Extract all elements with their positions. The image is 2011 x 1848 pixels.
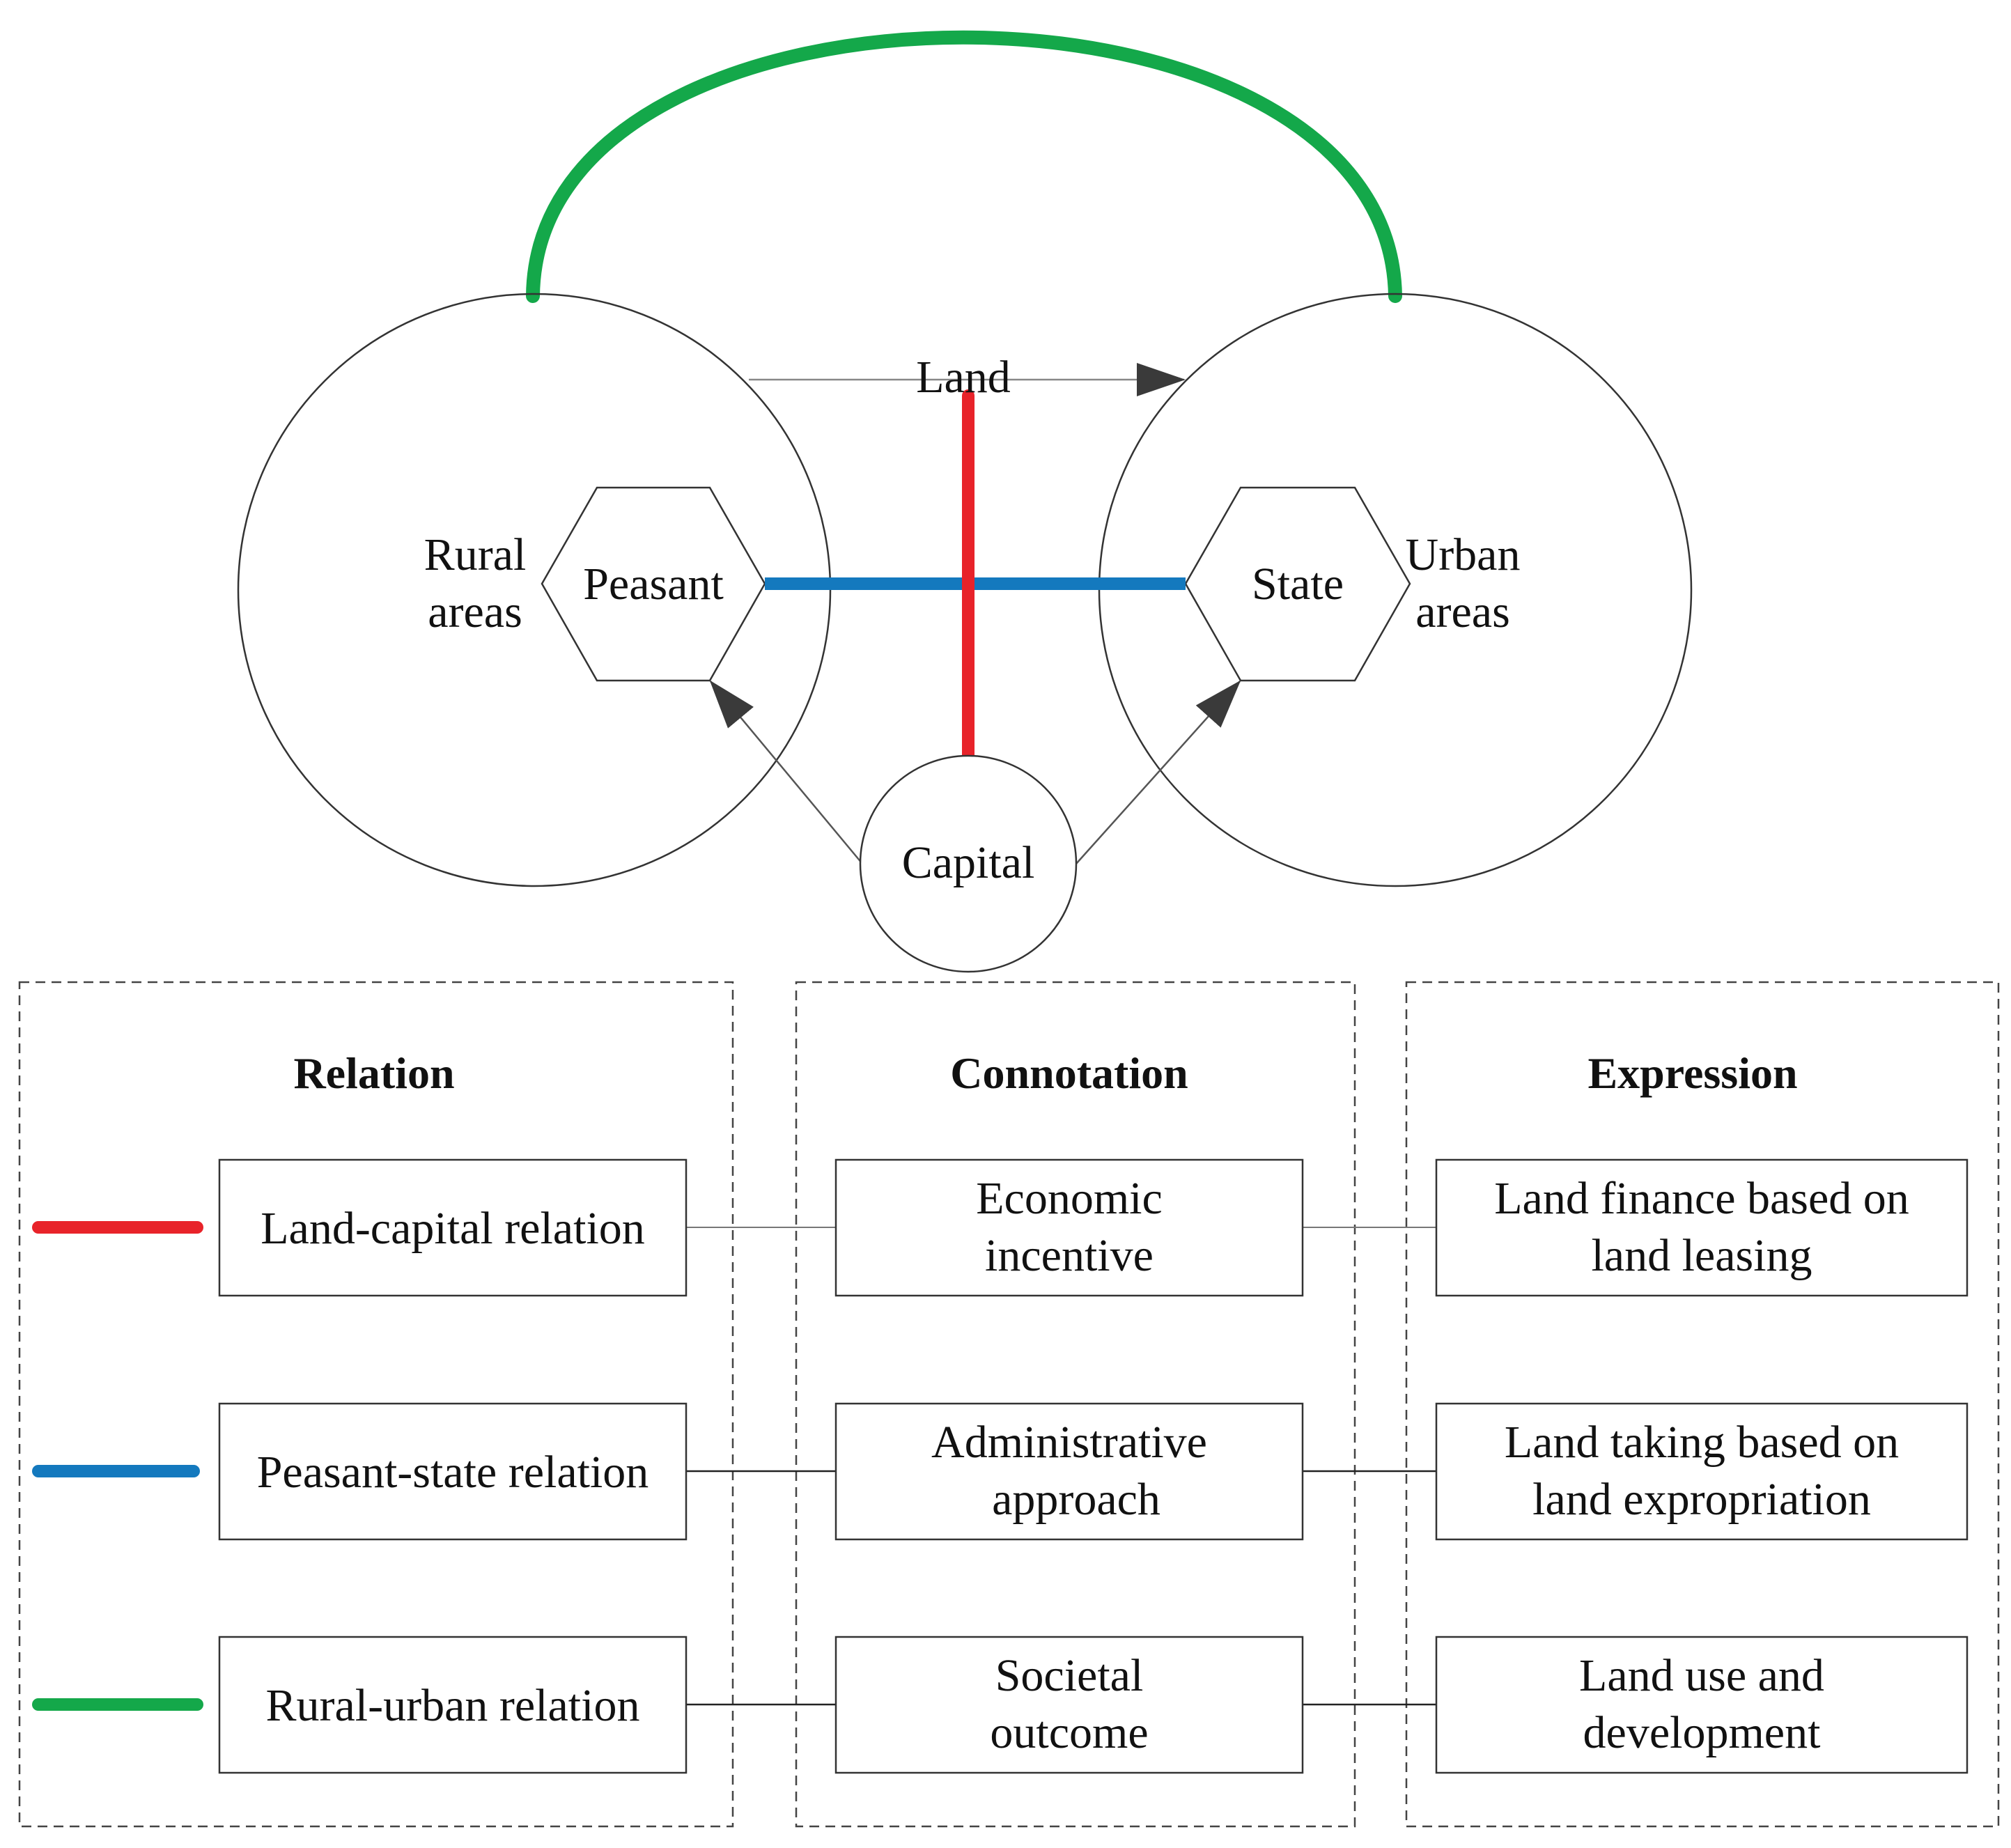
rural-label-line1: Rural bbox=[424, 529, 527, 580]
row-peasant-state: Peasant-state relation Administrative ap… bbox=[32, 1402, 1969, 1541]
connotation-text-line1: Economic bbox=[976, 1173, 1163, 1224]
expression-text-line1: Land finance based on bbox=[1494, 1173, 1909, 1224]
relation-box bbox=[218, 1636, 688, 1774]
relation-panel bbox=[18, 981, 734, 1828]
row-rural-urban: Rural-urban relation Societal outcome La… bbox=[32, 1636, 1969, 1774]
relation-text: Rural-urban relation bbox=[266, 1680, 640, 1731]
expression-text-line2: land expropriation bbox=[1532, 1474, 1871, 1525]
capital-to-peasant-arrow bbox=[709, 680, 863, 864]
peasant-label: Peasant bbox=[583, 559, 724, 609]
connotation-panel bbox=[795, 981, 1356, 1828]
relation-box bbox=[218, 1158, 688, 1297]
capital-to-state-arrow bbox=[1076, 680, 1241, 864]
relation-text: Peasant-state relation bbox=[257, 1447, 649, 1498]
rural-label-line2: areas bbox=[428, 587, 522, 637]
rural-urban-arc bbox=[526, 30, 1402, 303]
connotation-text-line1: Societal bbox=[995, 1650, 1144, 1701]
expression-box bbox=[1435, 1402, 1969, 1541]
expression-panel bbox=[1405, 981, 2000, 1828]
connotation-header: Connotation bbox=[950, 1048, 1188, 1098]
expression-header: Expression bbox=[1587, 1048, 1797, 1098]
relation-text: Land-capital relation bbox=[261, 1203, 645, 1254]
row-land-capital: Land-capital relation Economic incentive… bbox=[32, 1158, 1969, 1297]
connotation-box bbox=[834, 1636, 1304, 1774]
urban-label-line2: areas bbox=[1415, 587, 1510, 637]
relation-header: Relation bbox=[293, 1048, 454, 1098]
expression-text-line1: Land use and bbox=[1579, 1650, 1824, 1701]
connotation-text-line2: incentive bbox=[985, 1230, 1154, 1281]
capital-label: Capital bbox=[902, 837, 1035, 888]
state-label: State bbox=[1252, 559, 1344, 609]
connotation-text-line2: outcome bbox=[990, 1707, 1148, 1758]
connotation-text-line1: Administrative bbox=[931, 1417, 1207, 1468]
land-label: Land bbox=[916, 352, 1011, 403]
expression-text-line2: land leasing bbox=[1591, 1230, 1812, 1281]
expression-text-line2: development bbox=[1583, 1707, 1821, 1758]
connotation-text-line2: approach bbox=[992, 1474, 1160, 1525]
relation-box bbox=[218, 1402, 688, 1541]
expression-box bbox=[1435, 1158, 1969, 1297]
connotation-box bbox=[834, 1158, 1304, 1297]
expression-box bbox=[1435, 1636, 1969, 1774]
urban-label-line1: Urban bbox=[1406, 529, 1521, 580]
expression-text-line1: Land taking based on bbox=[1505, 1417, 1899, 1468]
connotation-box bbox=[834, 1402, 1304, 1541]
capital-circle bbox=[859, 754, 1078, 973]
